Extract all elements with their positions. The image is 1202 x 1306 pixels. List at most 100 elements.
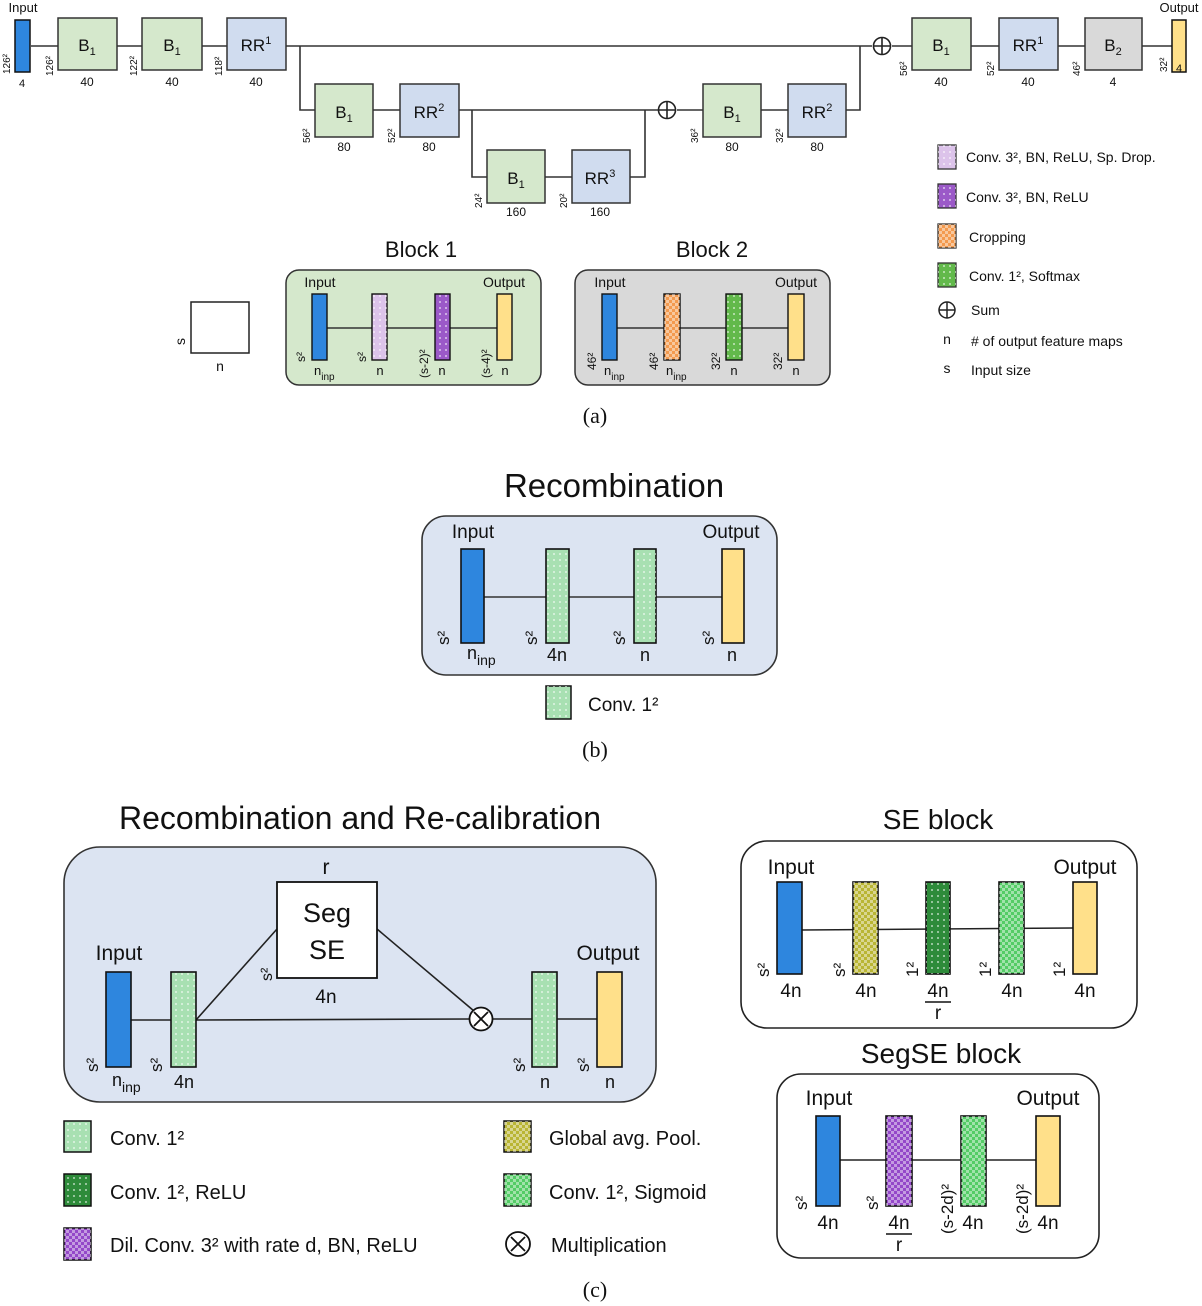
block-a2: B1 40 122² [129, 17, 203, 89]
bar-size: s² [699, 631, 718, 646]
block-n: 80 [422, 140, 436, 154]
block-label: B [78, 36, 89, 55]
output-bar [1171, 19, 1187, 73]
panel-b-title: Recombination [504, 467, 724, 504]
block-size: 52² [387, 128, 398, 143]
svg-text:B1: B1 [335, 103, 352, 125]
block2-title: Block 2 [676, 237, 748, 262]
block-label: RR [241, 36, 266, 55]
svg-text:r: r [896, 1235, 903, 1256]
output-label: Output [1159, 0, 1198, 15]
svg-text:ninp: ninp [314, 363, 335, 383]
bar-size: 46² [585, 353, 599, 370]
legend-n-text: # of output feature maps [971, 333, 1123, 349]
block1-output-label: Output [483, 274, 525, 290]
bar-size: 32² [709, 353, 723, 370]
svg-text:RR3: RR3 [585, 168, 616, 188]
block-sub: 1 [175, 46, 181, 58]
svg-text:4n: 4n [855, 981, 876, 1002]
legend-n-symbol: n [943, 331, 951, 347]
block-size: 56² [899, 61, 910, 76]
block-sub: 1 [944, 46, 950, 58]
svg-text:Output: Output [1053, 856, 1116, 879]
block2-output-label: Output [775, 274, 817, 290]
svg-text:Conv. 1², Sigmoid: Conv. 1², Sigmoid [549, 1182, 706, 1204]
svg-text:4n: 4n [780, 981, 801, 1002]
block-sub: 2 [1116, 46, 1122, 58]
block2-input-label: Input [594, 274, 625, 290]
sum-node-mid [657, 100, 677, 120]
svg-text:B1: B1 [932, 36, 949, 58]
block-label: RR [585, 169, 610, 188]
block-sub: 1 [519, 179, 525, 191]
block-size: 52² [986, 61, 997, 76]
block-n: 40 [249, 75, 263, 89]
block-n: 160 [506, 205, 526, 219]
multiplication-icon [505, 1231, 531, 1257]
svg-text:B1: B1 [507, 169, 524, 191]
input-n: 4 [19, 78, 25, 90]
block-a7: RR3 160 20² [559, 149, 631, 219]
svg-text:Output: Output [1016, 1087, 1079, 1110]
block-sup: 2 [438, 102, 444, 114]
segse-block: SegSE block Input Output s² s² (s-2d)² (… [776, 1038, 1100, 1259]
svg-text:n: n [730, 363, 737, 378]
segse-s: s² [259, 967, 276, 981]
svg-text:4n: 4n [1037, 1213, 1058, 1234]
svg-text:1²: 1² [1050, 962, 1069, 977]
svg-text:4n: 4n [927, 981, 948, 1002]
panel-c-bar-input [105, 971, 132, 1068]
block-label: RR [1013, 36, 1038, 55]
block-size: 20² [559, 193, 570, 208]
svg-text:n: n [792, 363, 799, 378]
size-reference-box: s n [172, 301, 250, 374]
svg-text:1²: 1² [976, 962, 995, 977]
svg-text:B1: B1 [78, 36, 95, 58]
block-a6: B1 160 24² [474, 149, 546, 219]
svg-text:r: r [935, 1003, 942, 1024]
svg-text:n: n [727, 645, 737, 665]
legend-text: Cropping [969, 229, 1026, 245]
legend-s-symbol: s [944, 360, 951, 376]
panel-a-legend: Conv. 3², BN, ReLU, Sp. Drop. Conv. 3², … [937, 144, 1156, 378]
input-label: Input [9, 0, 38, 15]
legend-s-text: Input size [971, 362, 1031, 378]
input-bar [14, 19, 31, 73]
block-size: 46² [1072, 61, 1083, 76]
panel-b-legend-text: Conv. 1² [588, 695, 658, 716]
panel-a-connections [31, 45, 1172, 178]
block-label: B [163, 36, 174, 55]
block-sup: 1 [1037, 35, 1043, 47]
svg-text:Conv. 1²: Conv. 1² [110, 1128, 184, 1150]
bar-size: s² [434, 631, 453, 646]
block-sup: 2 [826, 102, 832, 114]
block-label: B [1104, 36, 1115, 55]
block1-detail: Block 1 Input Output s² s² (s-2)² (s-4)²… [285, 237, 542, 386]
svg-text:n: n [376, 363, 383, 378]
svg-text:4n: 4n [888, 1213, 909, 1234]
block-a1: B1 40 126² [45, 17, 118, 89]
block-n: 40 [80, 75, 94, 89]
svg-text:ninp: ninp [666, 363, 687, 383]
block1-input-label: Input [304, 274, 335, 290]
panel-b: Recombination Input Output s² s² s² s² n… [421, 467, 778, 762]
svg-text:B1: B1 [163, 36, 180, 58]
svg-text:n: n [438, 363, 445, 378]
se-block: SE block Input Output s² s² 1² 1² 1² 4n … [740, 804, 1138, 1029]
panel-c-legend: Conv. 1² Conv. 1², ReLU Dil. Conv. 3² wi… [63, 1120, 706, 1261]
block-size: 56² [302, 128, 313, 143]
block-label: B [932, 36, 943, 55]
svg-text:Input: Input [806, 1087, 853, 1110]
bar-size: s² [510, 1058, 529, 1073]
block2-bar-output [787, 293, 805, 361]
block-size: 126² [45, 55, 56, 76]
block2-bar-input [601, 293, 618, 361]
block-size: 24² [474, 193, 485, 208]
legend-text: Conv. 3², BN, ReLU, Sp. Drop. [966, 149, 1156, 165]
svg-text:(s-2d)²: (s-2d)² [1013, 1184, 1032, 1234]
svg-text:Conv. 1², ReLU: Conv. 1², ReLU [110, 1182, 246, 1204]
svg-text:4n: 4n [1001, 981, 1022, 1002]
block-a3: RR1 40 118² [214, 17, 287, 89]
block-label: B [335, 103, 346, 122]
block-n: 80 [725, 140, 739, 154]
